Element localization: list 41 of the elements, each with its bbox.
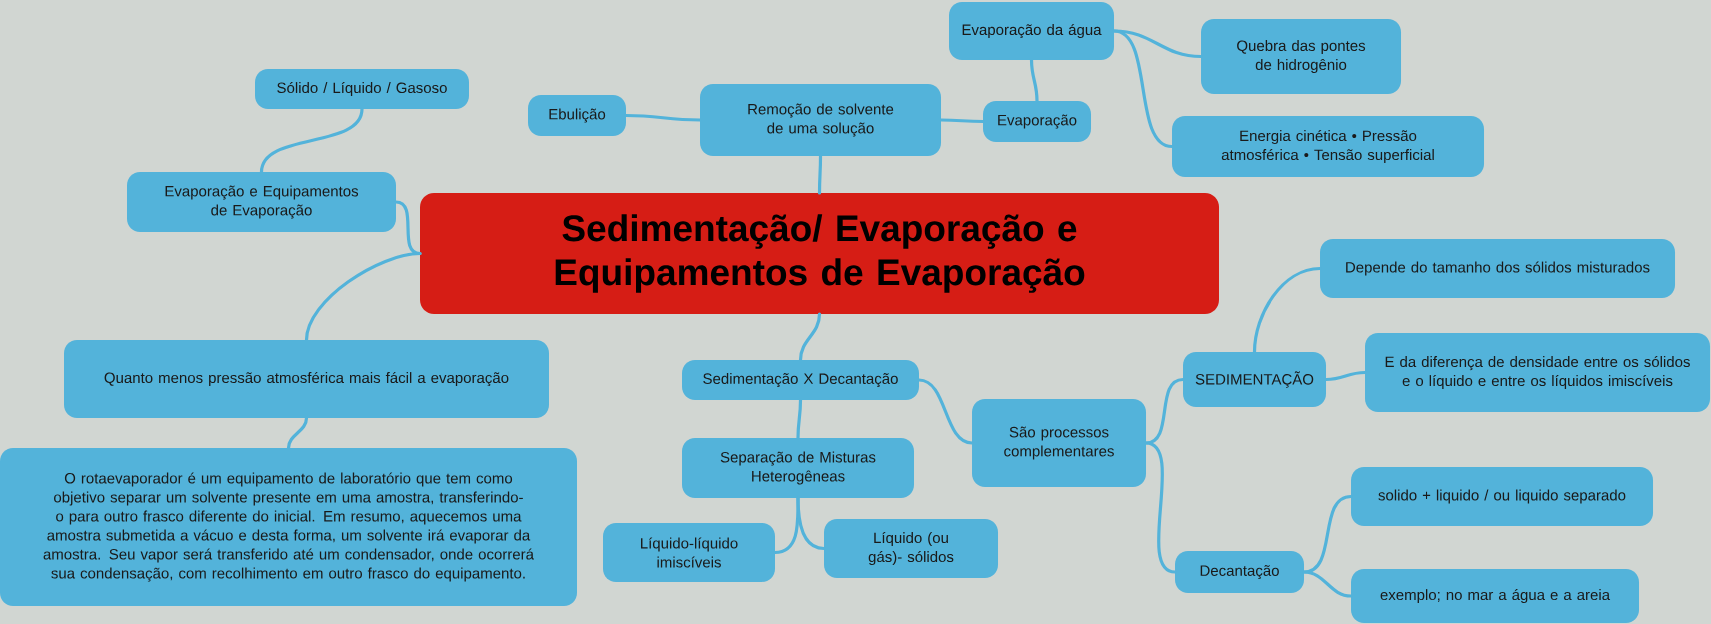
connector-line [1144, 441, 1177, 574]
connector-line [1302, 494, 1353, 574]
connector-line [1252, 266, 1322, 354]
topic-box: Separação de Misturas Heterogêneas [682, 438, 914, 498]
topic-box: Líquido (ou gás)- sólidos [824, 519, 998, 578]
topic-box: Decantação [1175, 551, 1304, 593]
topic-box: Ebulição [528, 95, 626, 136]
topic-box: O rotaevaporador é um equipamento de laboratório que tem como objetivo separar um solvente presente em uma amostra, transferindo-o para outro frasco diferente do inicial. Em resumo, aquecemos uma amostra submetida a vácuo e desta forma, um solvente irá evaporar da amostra. Seu vapor será transferido até um condensador, onde ocorrerá sua condensação, com recolhimento em outro frasco do equipamento. [0, 448, 577, 606]
connector-line [939, 118, 985, 124]
connector-line [624, 113, 702, 122]
central-topic-box: Sedimentação/ Evaporação e Equipamentos de Evaporação [420, 193, 1219, 314]
topic-box: Sedimentação X Decantação [682, 360, 919, 400]
connector-line [796, 398, 803, 440]
topic-box: Energia cinética • Pressão atmosférica • Tensão superficial [1172, 116, 1484, 177]
topic-box: Quanto menos pressão atmosférica mais fácil a evaporação [64, 340, 549, 418]
topic-box: Evaporação [983, 101, 1091, 142]
connector-line [796, 496, 826, 551]
topic-box: Remoção de solvente de uma solução [700, 84, 941, 156]
connector-line [798, 312, 822, 362]
connector-line [1112, 29, 1174, 149]
topic-box: Líquido-líquido imiscíveis [603, 523, 775, 582]
connector-line [1324, 370, 1367, 382]
topic-box: Quebra das pontes de hidrogênio [1201, 19, 1401, 94]
topic-box: Evaporação da água [949, 2, 1114, 60]
topic-box: Sólido / Líquido / Gasoso [255, 69, 469, 109]
topic-box: SEDIMENTAÇÃO [1183, 352, 1326, 407]
topic-box: São processos complementares [972, 399, 1146, 487]
connector-line [817, 154, 823, 195]
topic-box: solido + liquido / ou liquido separado [1351, 467, 1653, 526]
connector-line [1144, 377, 1185, 445]
connector-line [1029, 58, 1039, 103]
connector-line [304, 251, 422, 342]
topic-box: E da diferença de densidade entre os sólidos e o líquido e entre os líquidos imiscíveis [1365, 333, 1710, 412]
connector-line [1302, 570, 1353, 598]
topic-box: Depende do tamanho dos sólidos misturados [1320, 239, 1675, 298]
connector-line [259, 107, 364, 174]
connector-line [917, 378, 974, 445]
connector-line [1112, 29, 1203, 59]
topic-box: Evaporação e Equipamentos de Evaporação [127, 172, 396, 232]
topic-box: exemplo; no mar a água e a areia [1351, 569, 1639, 623]
connector-line [286, 416, 309, 450]
